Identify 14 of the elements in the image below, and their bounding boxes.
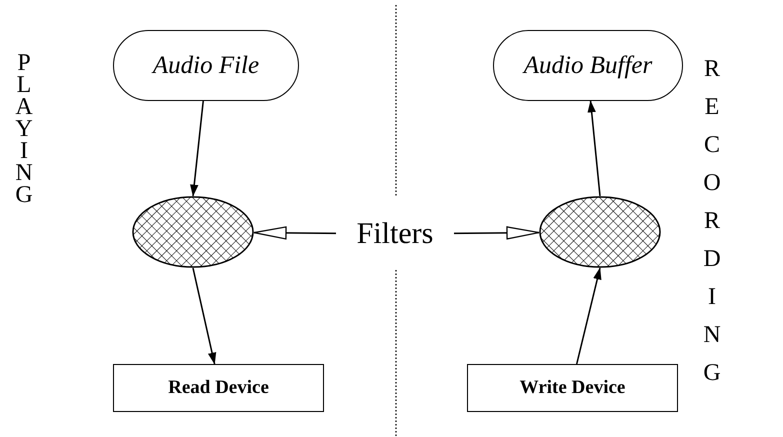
hatched-ellipse (539, 196, 661, 268)
arrow (588, 100, 601, 196)
arrow (253, 226, 338, 240)
vertical-label: PLAYING (14, 52, 34, 206)
arrow (192, 268, 216, 365)
device-box: Read Device (113, 364, 324, 412)
vertical-label: RECORDING (702, 55, 722, 388)
arrow (190, 100, 204, 197)
device-box: Write Device (467, 364, 678, 412)
terminal-box: Audio Buffer (493, 30, 683, 101)
hatched-ellipse (132, 196, 254, 268)
arrow (452, 226, 540, 240)
terminal-box: Audio File (113, 30, 299, 101)
arrow (576, 267, 602, 364)
